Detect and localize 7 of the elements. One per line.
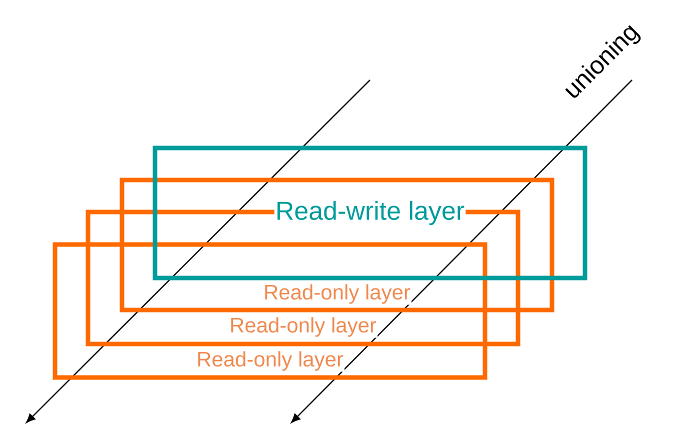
layer-label: Read-write layer xyxy=(274,200,466,226)
layer-box xyxy=(152,146,588,280)
layer-label: Read-only layer xyxy=(195,350,345,372)
layer-label: Read-only layer xyxy=(228,316,378,338)
layer-box xyxy=(52,242,488,380)
layer-label: Read-only layer xyxy=(262,283,412,305)
layer-box xyxy=(120,178,554,312)
